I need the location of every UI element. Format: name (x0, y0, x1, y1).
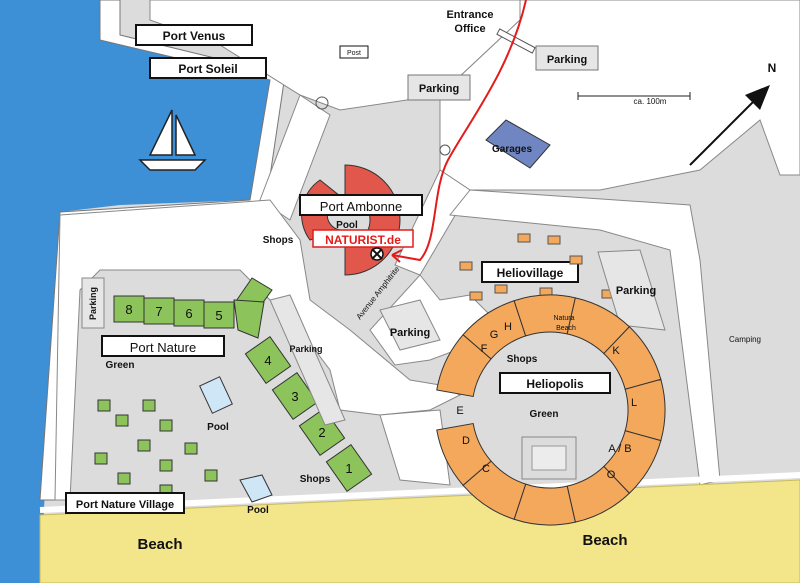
scale-label: ca. 100m (634, 97, 667, 106)
beach-left-label: Beach (137, 536, 182, 553)
heliovillage-label: Heliovillage (497, 266, 564, 280)
parking-mid-area (269, 294, 346, 426)
parking-left-vertical-area (81, 277, 105, 329)
post-box (339, 45, 369, 59)
naturist-label: NATURIST.de (325, 233, 401, 247)
heliopolis-box (499, 372, 611, 394)
roundabout-right (439, 144, 451, 156)
shops-ambonne-label: Shops (263, 235, 294, 246)
nature-block-3: 3 (271, 371, 319, 421)
pool-village-shape (239, 474, 273, 503)
heliopolis-segment (436, 422, 492, 487)
office-label: Office (454, 23, 485, 35)
parking-helio-right-area (597, 249, 666, 331)
heliopolis-block-label: D (462, 435, 470, 447)
nature-block-5: 5 (203, 301, 235, 329)
port-venus-box (135, 24, 253, 46)
garages-block (485, 119, 551, 169)
nature-block-label: 7 (155, 304, 162, 319)
nature-block-label: 5 (215, 308, 222, 323)
heliopolis-block-label: E (456, 405, 463, 417)
camping-label: Camping (729, 335, 761, 344)
helio-plaza-inner (531, 445, 567, 471)
nature-block-label: 8 (125, 302, 132, 317)
parking-top-mid-box (407, 74, 471, 101)
heliopolis-block-label: C (482, 463, 490, 475)
post-label: Post (347, 50, 361, 57)
parking-top-mid-label: Parking (419, 83, 459, 95)
nature-block-label: 1 (345, 461, 352, 476)
green-helio-label: Green (530, 409, 559, 420)
pool-village-label: Pool (247, 505, 269, 516)
heliovillage-box (481, 261, 579, 283)
parking-top-right-box (535, 45, 599, 71)
route-line (391, 0, 527, 262)
parking-helio-left-area (379, 299, 441, 351)
location-marker-icon (370, 247, 384, 261)
heliopolis-block-label: L (631, 397, 637, 409)
nature-block-2: 2 (298, 407, 346, 457)
shops-nature-label: Shops (300, 474, 331, 485)
heliopolis-block-label: O (607, 469, 616, 481)
parking-helio-right-label: Parking (616, 285, 656, 297)
port-soleil-label: Port Soleil (178, 62, 237, 76)
sea (0, 0, 270, 583)
heliopolis-block-label: A / B (608, 443, 631, 455)
roundabout-left (315, 96, 329, 110)
port-nature-village-box (65, 492, 185, 514)
heliopolis-block-label: K (612, 345, 620, 357)
nature-block-8: 8 (113, 295, 145, 323)
nature-connector (233, 299, 265, 339)
shops-helio-label: Shops (507, 354, 538, 365)
green-left-label: Green (106, 360, 135, 371)
pool-ambonne-label: Pool (336, 220, 358, 231)
heliopolis-block-labels: FGH E D C K L A / B O (456, 321, 637, 481)
north-arrow-icon (689, 85, 770, 166)
port-venus-label: Port Venus (163, 29, 226, 43)
port-nature-label: Port Nature (130, 340, 196, 355)
nature-block-label: 6 (185, 306, 192, 321)
route-arrowhead (391, 249, 403, 263)
natura-beach-label-2: Beach (556, 325, 576, 332)
port-nature-building: 8 7 6 5 4 3 2 1 (113, 277, 373, 493)
port-ambonne-label: Port Ambonne (320, 199, 402, 214)
nature-block-4: 4 (244, 335, 292, 385)
nature-block-1: 1 (325, 443, 373, 493)
parking-mid-label: Parking (289, 344, 322, 354)
heliovillage-houses (459, 233, 615, 301)
port-nature-village-label: Port Nature Village (76, 499, 174, 511)
pool-nature-shape (199, 376, 233, 414)
parking-left-vertical-label: Parking (88, 287, 98, 320)
north-label: N (768, 61, 777, 75)
port-ambonne-box (299, 194, 423, 216)
garages-label: Garages (492, 144, 532, 155)
nature-block-label: 2 (318, 425, 325, 440)
heliopolis-block-label: G (490, 329, 499, 341)
beach-right-label: Beach (582, 532, 627, 549)
port-soleil-box (149, 57, 267, 79)
entrance-gate (496, 28, 536, 54)
heliopolis-ring (436, 294, 666, 526)
nature-block-6: 6 (173, 299, 205, 327)
natura-beach-label-1: Natura (553, 315, 574, 322)
naturist-box (312, 229, 414, 248)
pool-nature-label: Pool (207, 422, 229, 433)
scale-bar (577, 92, 691, 100)
entrance-label: Entrance (446, 9, 493, 21)
sailboat-icon (138, 109, 207, 171)
nature-block-label: 4 (264, 353, 271, 368)
heliopolis-label: Heliopolis (526, 377, 584, 391)
heliopolis-segment (624, 378, 666, 442)
parking-top-right-label: Parking (547, 54, 587, 66)
nature-block-7: 7 (143, 297, 175, 325)
village-bungalows (94, 399, 218, 497)
heliopolis-block-label: F (481, 343, 488, 355)
port-nature-box (101, 335, 225, 357)
parking-helio-left-label: Parking (390, 327, 430, 339)
heliopolis-block-label: H (504, 321, 512, 333)
nature-block-label: 3 (291, 389, 298, 404)
